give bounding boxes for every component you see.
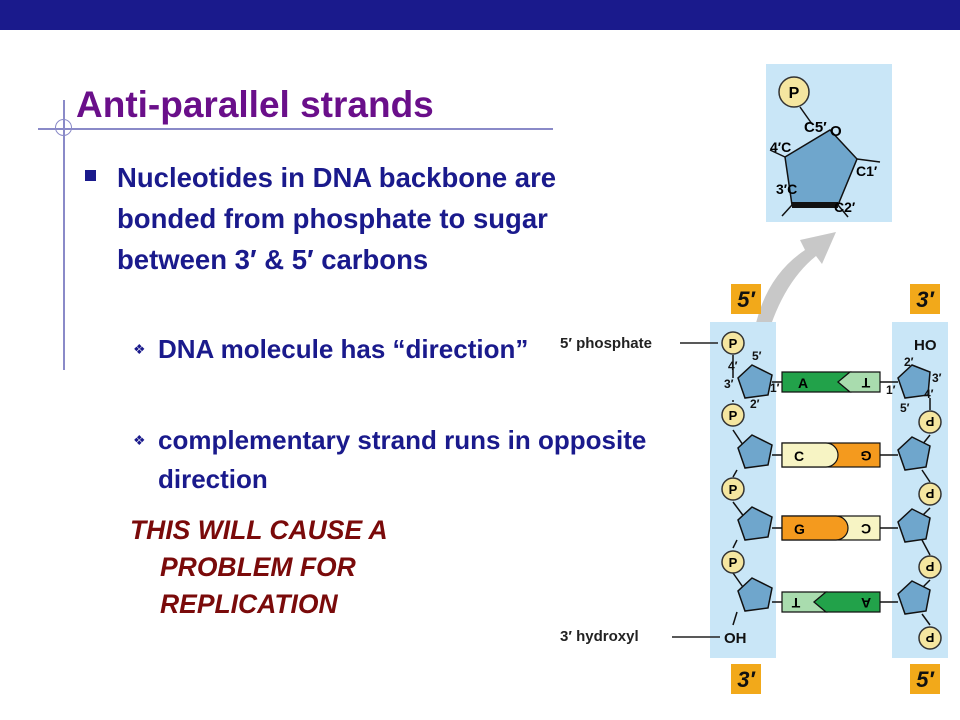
sugar-label-c2: C2′ (834, 199, 856, 215)
end-label-box (731, 284, 761, 314)
phosphate-symbol: P (925, 630, 934, 645)
decor-horizontal-line (38, 128, 553, 130)
sugar-label-o: O (830, 123, 842, 140)
note-line: THIS WILL CAUSE A (130, 515, 388, 545)
carbon-label: 3′ (724, 377, 734, 391)
zoom-arrow-icon (752, 232, 836, 348)
left-sugars (737, 364, 773, 612)
end-label-box (910, 284, 940, 314)
base-thymine (837, 371, 881, 393)
callout-hydroxyl: 3′ hydroxyl (560, 628, 639, 645)
base-letter: C (794, 448, 804, 464)
carbon-label: 4′ (728, 359, 738, 373)
base-cytosine (781, 442, 839, 468)
carbon-label: 3′ (932, 371, 942, 385)
base-guanine (781, 515, 849, 541)
carbon-label: 5′ (752, 349, 762, 363)
base-letter: T (861, 375, 870, 391)
sugar-label-c4: 4′C (770, 139, 791, 155)
bullet-diamond-icon: ❖ (133, 432, 146, 448)
right-phosphates: P P P P (918, 410, 942, 650)
carbon-label: 4′ (924, 387, 934, 401)
carbon-label: 2′ (750, 397, 760, 411)
callout-phosphate: 5′ phosphate (560, 335, 652, 352)
phosphate-symbol: P (925, 414, 934, 429)
base-pairs: A T C G G C T A (772, 371, 898, 613)
end-label-left-top: 5′ (737, 287, 756, 312)
sub-bullet-complementary: complementary strand runs in opposite di… (158, 425, 647, 494)
end-label-right-top: 3′ (916, 287, 935, 312)
top-bar (0, 0, 960, 30)
right-sugars (897, 364, 931, 615)
end-label-left-bottom: 3′ (737, 667, 756, 692)
carbon-label: 5′ (900, 401, 910, 415)
end-label-box (731, 664, 761, 694)
replication-note: THIS WILL CAUSE A PROBLEM FOR REPLICATIO… (130, 512, 530, 623)
phosphate-symbol: P (729, 336, 738, 351)
phosphate-symbol: P (729, 482, 738, 497)
phosphate-symbol: P (789, 85, 800, 102)
sugar-label-c1: C1′ (856, 163, 878, 179)
base-letter: G (794, 521, 805, 537)
decor-vertical-line (63, 100, 65, 370)
note-line: REPLICATION (160, 589, 338, 619)
phosphate-symbol: P (729, 408, 738, 423)
bullet-diamond-icon: ❖ (133, 341, 146, 357)
note-line: PROBLEM FOR (160, 552, 356, 582)
carbon-label: 1′ (770, 381, 780, 395)
carbon-label: 1′ (886, 383, 896, 397)
base-letter: C (861, 521, 871, 537)
slide-title: Anti-parallel strands (76, 84, 434, 125)
sub-bullet-direction: DNA molecule has “direction” (158, 334, 529, 364)
sugar-label-c5: C5′ (804, 119, 827, 136)
carbon-label: 2′ (904, 355, 914, 369)
sugar-detail-inset: P C5′ O 4′C C1′ 3′C C2′ (766, 64, 892, 222)
phosphate-symbol: P (925, 486, 934, 501)
right-end-group: HO (914, 337, 937, 354)
left-end-group: OH (724, 630, 747, 647)
bullet-square-icon (85, 170, 96, 181)
base-letter: G (860, 448, 871, 464)
base-letter: T (791, 595, 800, 611)
end-label-right-bottom: 5′ (916, 667, 935, 692)
decor-crosshair-circle (55, 119, 72, 136)
phosphate-symbol: P (925, 559, 934, 574)
end-label-box (910, 664, 940, 694)
base-adenine (813, 591, 881, 613)
sugar-label-c3: 3′C (776, 181, 797, 197)
base-letter: A (861, 595, 871, 611)
main-bullet: Nucleotides in DNA backbone are bonded f… (117, 162, 557, 275)
phosphate-symbol: P (729, 555, 738, 570)
base-letter: A (798, 375, 808, 391)
left-phosphates: P P P P (721, 331, 745, 574)
